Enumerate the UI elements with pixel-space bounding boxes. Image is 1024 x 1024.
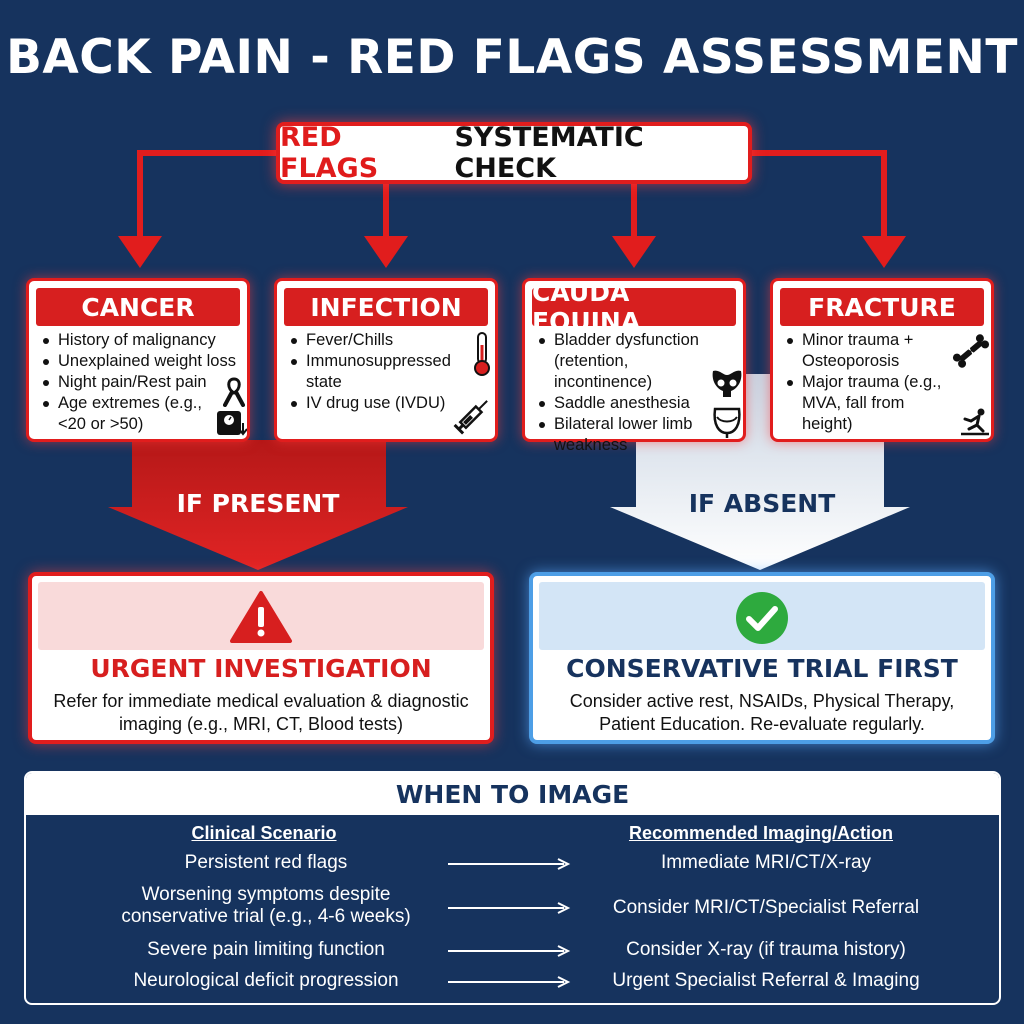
list-item: Bladder dysfunction (retention, incontin…: [537, 330, 699, 393]
card-items: Minor trauma + Osteoporosis Major trauma…: [785, 330, 951, 435]
list-item: Saddle anesthesia: [537, 393, 699, 414]
list-item: Immunosuppressed state: [289, 351, 489, 393]
card-items: Bladder dysfunction (retention, incontin…: [537, 330, 699, 456]
card-title: CANCER: [36, 288, 240, 326]
column-header-action: Recommended Imaging/Action: [628, 823, 894, 843]
fall-icon: [961, 408, 989, 436]
card-title: INFECTION: [284, 288, 488, 326]
check-circle-icon: [736, 592, 788, 644]
weight-scale-icon: [217, 411, 247, 436]
list-item: History of malignancy: [41, 330, 241, 351]
if-absent-label: IF ABSENT: [688, 489, 836, 518]
warning-icon: [230, 591, 292, 643]
list-item: Unexplained weight loss: [41, 351, 241, 372]
conservative-trial-box: CONSERVATIVE TRIAL FIRST Consider active…: [529, 572, 995, 744]
row-arrow-icon: [448, 902, 571, 914]
card-fracture: FRACTURE Minor trauma + Osteoporosis Maj…: [770, 278, 994, 442]
connector-arrowheads: [118, 236, 906, 268]
check-rest: SYSTEMATIC CHECK: [454, 122, 644, 184]
urgent-title: URGENT INVESTIGATION: [90, 654, 432, 683]
action-cell: Urgent Specialist Referral & Imaging: [612, 970, 920, 991]
card-items: History of malignancy Unexplained weight…: [41, 330, 241, 435]
page-title: BACK PAIN - RED FLAGS ASSESSMENT: [6, 30, 1018, 85]
column-header-scenario: Clinical Scenario: [191, 823, 337, 843]
card-title: CAUDA EQUINA: [532, 278, 736, 336]
card-items: Fever/Chills Immunosuppressed state IV d…: [289, 330, 489, 414]
action-cell: Consider MRI/CT/Specialist Referral: [612, 897, 920, 918]
urgent-description: Refer for immediate medical evaluation &…: [53, 691, 469, 734]
list-item: Bilateral lower limb weakness: [537, 414, 699, 456]
row-arrow-icon: [448, 945, 571, 957]
row-arrow-icon: [448, 858, 571, 870]
urgent-investigation-box: URGENT INVESTIGATION Refer for immediate…: [28, 572, 494, 744]
card-infection: INFECTION Fever/Chills Immunosuppressed …: [274, 278, 498, 442]
thermometer-icon: [474, 332, 490, 376]
card-cancer: CANCER History of malignancy Unexplained…: [26, 278, 250, 442]
list-item: Major trauma (e.g., MVA, fall from heigh…: [785, 372, 951, 435]
row-arrow-icon: [448, 976, 571, 988]
card-title: FRACTURE: [780, 288, 984, 326]
systematic-check-box: RED FLAGS SYSTEMATIC CHECK: [276, 122, 752, 184]
action-cell: Immediate MRI/CT/X-ray: [660, 852, 872, 873]
scenario-cell: Severe pain limiting function: [147, 939, 385, 960]
conservative-title: CONSERVATIVE TRIAL FIRST: [566, 654, 958, 683]
list-item: Fever/Chills: [289, 330, 489, 351]
list-item: IV drug use (IVDU): [289, 393, 489, 414]
scenario-cell: Persistent red flags: [184, 852, 348, 873]
card-cauda-equina: CAUDA EQUINA Bladder dysfunction (retent…: [522, 278, 746, 454]
conservative-description: Consider active rest, NSAIDs, Physical T…: [569, 691, 955, 734]
bladder-icon: [713, 407, 741, 438]
scenario-cell: Neurological deficit progression: [133, 970, 399, 991]
syringe-icon: [453, 400, 488, 435]
action-cell: Consider X-ray (if trauma history): [626, 939, 906, 960]
if-present-label: IF PRESENT: [176, 489, 340, 518]
scenario-cell: Worsening symptoms despite conservative …: [121, 884, 411, 927]
section-title: WHEN TO IMAGE: [26, 773, 999, 815]
list-item: Night pain/Rest pain: [41, 372, 241, 393]
when-to-image-section: WHEN TO IMAGE Clinical Scenario Recommen…: [24, 771, 1001, 1005]
list-item: Age extremes (e.g., <20 or >50): [41, 393, 241, 435]
check-highlight: RED FLAGS: [280, 122, 379, 184]
ribbon-icon: [223, 377, 245, 407]
broken-bone-icon: [952, 334, 990, 368]
pelvis-icon: [712, 370, 742, 397]
list-item: Minor trauma + Osteoporosis: [785, 330, 951, 372]
